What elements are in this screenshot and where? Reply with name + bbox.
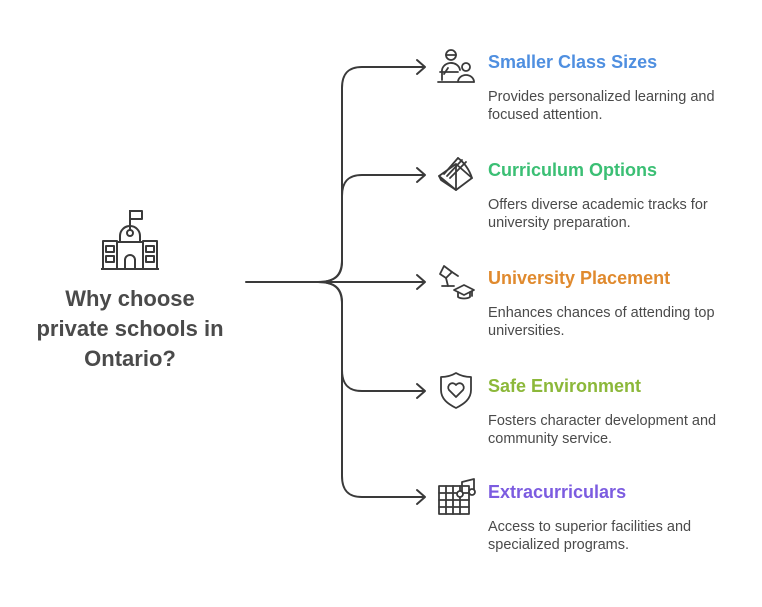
branch-title: University Placement [488,268,671,288]
center-title: Why choose private schools in Ontario? [18,284,242,374]
school-building-icon [101,210,159,270]
center-title-line: private schools in [36,316,224,341]
branch-description: Enhances chances of attending top univer… [488,305,715,339]
branch-title: Smaller Class Sizes [488,52,658,72]
center-title-line: Ontario? [84,346,176,371]
branch-title: Safe Environment [488,376,642,396]
branch-description: Fosters character development and commun… [488,413,717,447]
center-title-line: Why choose [65,286,195,311]
branch-description: Access to superior facilities and specia… [488,519,692,553]
branch-description: Provides personalized learning and focus… [488,89,715,123]
teacher-student-icon [437,49,475,83]
branch-title: Extracurriculars [488,482,627,502]
branch-title: Curriculum Options [488,160,658,180]
heart-shield-icon [440,372,472,409]
graduation-cap-icon [439,265,475,300]
grid-music-icon [438,478,476,515]
open-book-icon [438,157,473,191]
branch-description: Offers diverse academic tracks for unive… [488,197,708,231]
